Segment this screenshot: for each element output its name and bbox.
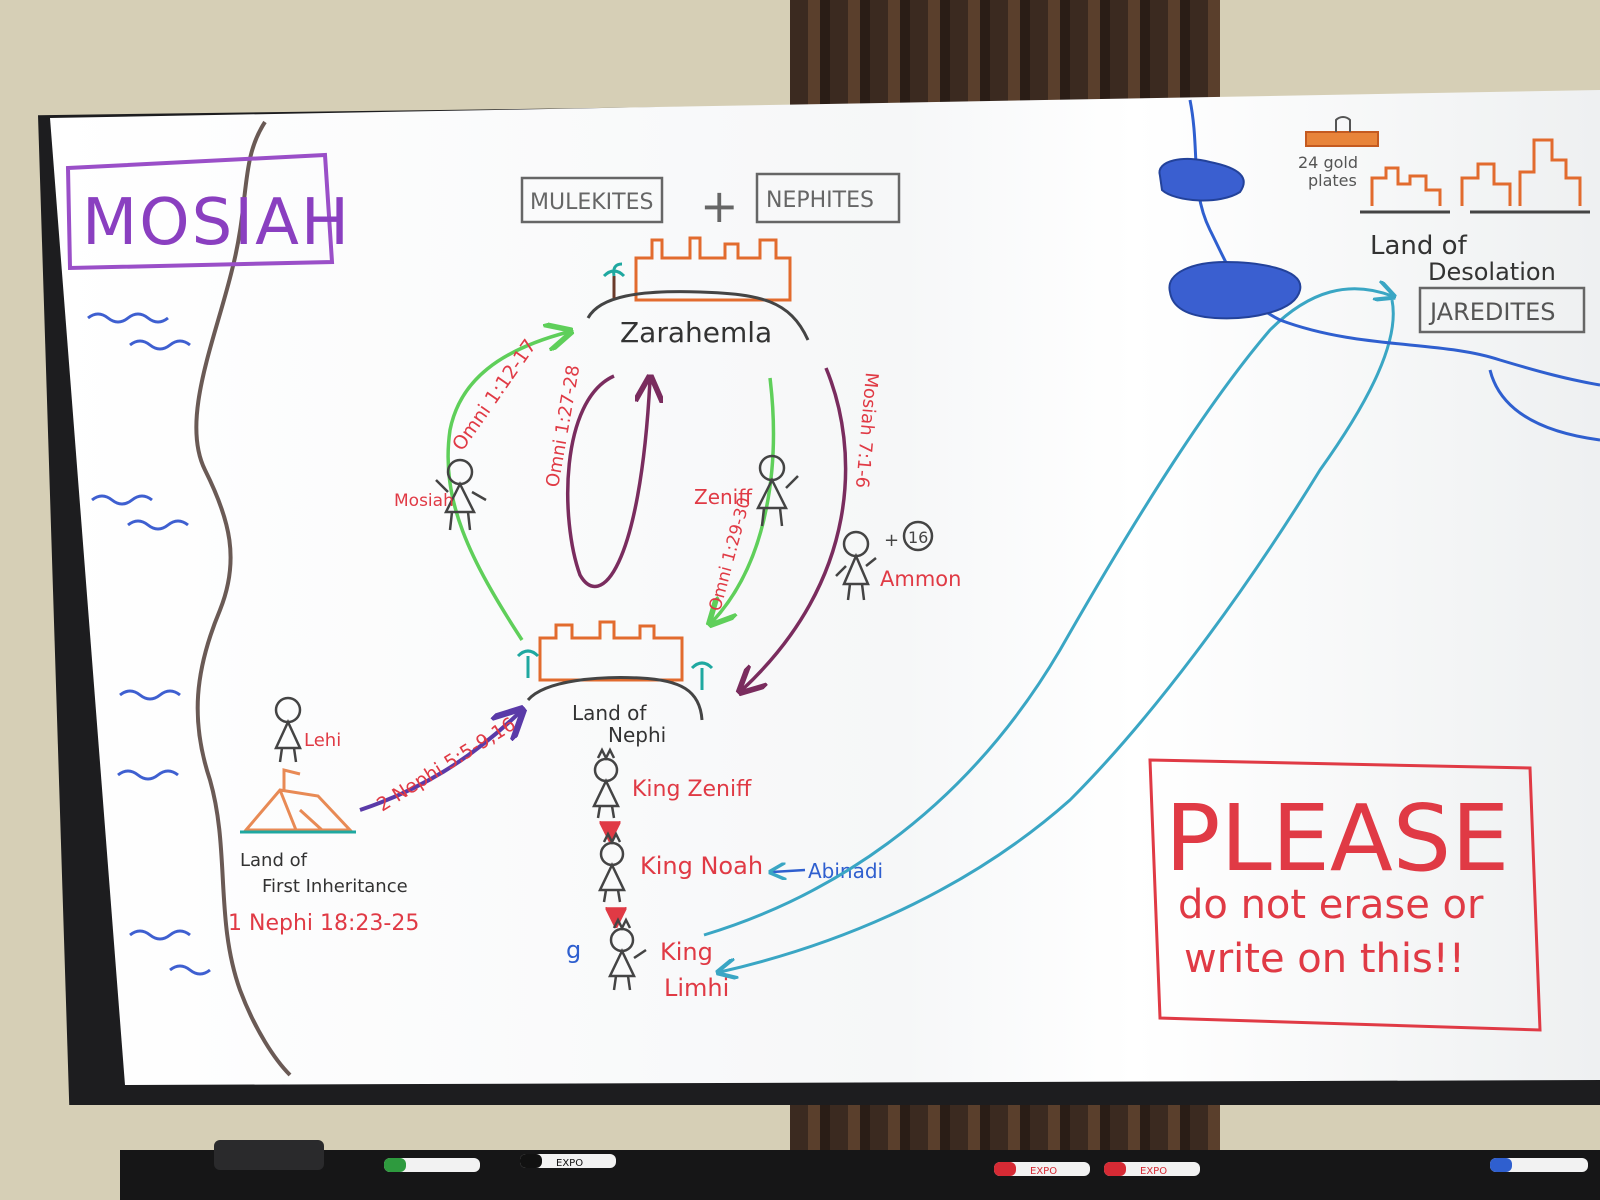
label-lehi: Lehi: [304, 730, 341, 751]
zeniff-figure-icon: [755, 454, 799, 527]
king-limhi-figure-icon: [608, 917, 647, 991]
king-noah-figure-icon: [598, 831, 626, 903]
plus-sign: +: [700, 179, 739, 233]
eraser[interactable]: [214, 1140, 324, 1170]
mosiah-figure-icon: [435, 458, 487, 531]
label-gold-plates-line2: plates: [1308, 171, 1357, 190]
title-box: [65, 152, 335, 271]
label-ammon: Ammon: [880, 567, 961, 591]
arrow-abinadi: [772, 870, 806, 872]
nephites-box: [755, 172, 901, 224]
label-king-zeniff: King Zeniff: [632, 777, 752, 802]
label-king-limhi-line1: King: [660, 938, 713, 966]
marker-green[interactable]: [384, 1158, 480, 1172]
label-first-inheritance-line2: First Inheritance: [262, 876, 408, 897]
label-first-inheritance-line1: Land of: [240, 850, 308, 871]
label-gold-plates-line1: 24 gold: [1298, 153, 1358, 172]
label-king-noah: King Noah: [640, 852, 763, 880]
board-title: MOSIAH: [82, 186, 351, 260]
notice-line2: write on this!!: [1184, 936, 1465, 982]
curtain-top: [790, 0, 1220, 110]
notice-headline: PLEASE: [1165, 785, 1509, 892]
arrow-expedition-back: [720, 299, 1395, 972]
marker-black[interactable]: EXPO: [520, 1154, 616, 1169]
marker-blue[interactable]: [1490, 1158, 1588, 1172]
lake-large-icon: [1168, 260, 1302, 320]
tent-icon: [242, 768, 354, 832]
marker-red-2[interactable]: EXPO: [1104, 1162, 1200, 1177]
ruined-city-icon: [1370, 138, 1582, 206]
notice-box: [1148, 758, 1542, 1032]
arrow-lehi-to-nephi: [359, 712, 520, 812]
marker-red-2-label: EXPO: [1140, 1166, 1167, 1177]
ammon-badge-circle: [902, 520, 934, 552]
label-mosiah: Mosiah: [394, 491, 454, 511]
arrow-mosiah-journey: [446, 332, 568, 641]
label-zeniff: Zeniff: [694, 485, 753, 509]
marker-red-1[interactable]: EXPO: [994, 1162, 1090, 1177]
label-desolation-line2: Desolation: [1428, 258, 1556, 286]
marker-black-label: EXPO: [556, 1158, 583, 1169]
label-zarahemla: Zarahemla: [620, 316, 772, 349]
marker-tray: [120, 1150, 1600, 1200]
label-nephites: NEPHITES: [766, 188, 874, 213]
label-desolation-line1: Land of: [1370, 231, 1468, 261]
label-mulekites: MULEKITES: [530, 190, 653, 215]
ref-1-nephi-18: 1 Nephi 18:23-25: [228, 911, 419, 936]
label-king-limhi-line2: Limhi: [664, 974, 729, 1002]
mulekites-box: [520, 176, 664, 224]
gold-plates-icon: [1305, 116, 1379, 147]
limhi-mark: g: [566, 936, 581, 964]
king-zeniff-figure-icon: [592, 747, 620, 819]
ammon-badge: 16: [908, 528, 928, 547]
arrow-expedition-out: [703, 289, 1392, 937]
sea-waves: [87, 312, 211, 976]
label-jaredites: JAREDITES: [1428, 298, 1556, 326]
land-of-nephi-city-icon: [516, 620, 714, 721]
zarahemla-city-icon: [586, 236, 810, 341]
arrow-ammon-journey: [742, 367, 848, 690]
notice-line1: do not erase or: [1178, 882, 1484, 928]
coastline: [194, 120, 292, 1077]
lehi-figure-icon: [274, 696, 302, 763]
river-branch: [1488, 369, 1600, 442]
label-nephi-line1: Land of: [572, 701, 647, 725]
marker-red-1-label: EXPO: [1030, 1166, 1057, 1177]
label-nephi-line2: Nephi: [608, 723, 666, 747]
lake-small-icon: [1158, 157, 1245, 202]
ammon-plus: +: [884, 530, 899, 551]
arrow-omni-27-loop: [565, 376, 650, 589]
jaredites-box: [1418, 286, 1586, 334]
board-surface: [50, 90, 1600, 1085]
ammon-figure-icon: [835, 530, 877, 601]
